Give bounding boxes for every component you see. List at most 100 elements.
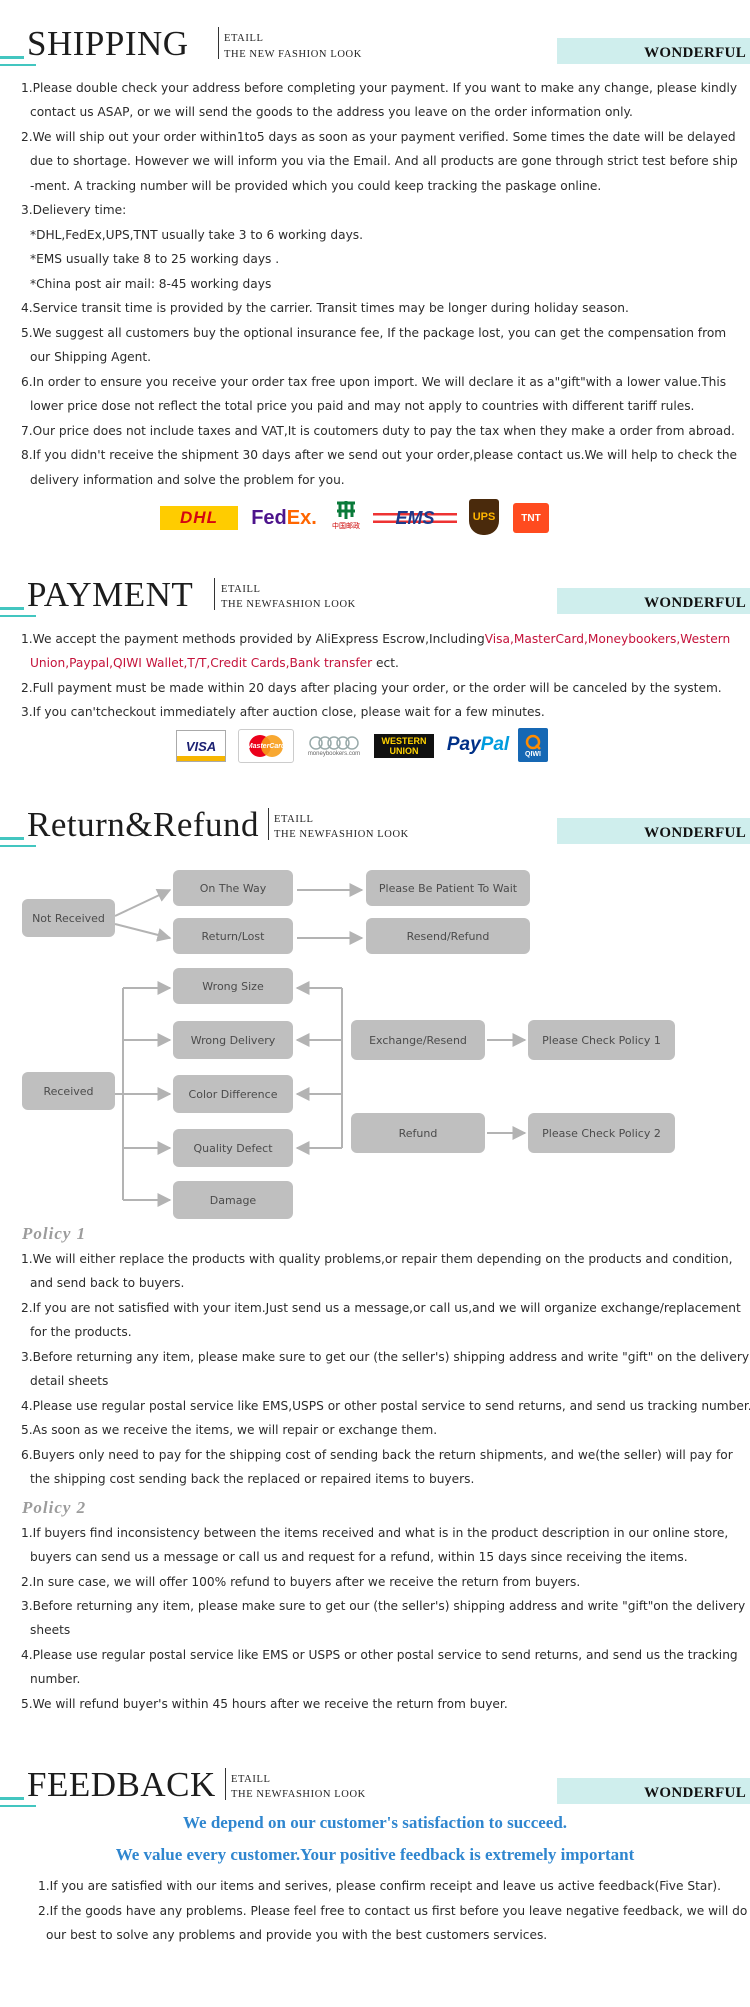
refund-title: Return&Refund bbox=[27, 805, 260, 844]
header-fashion-look: THE NEWFASHION LOOK bbox=[221, 599, 356, 610]
policy2-line: buyers can send us a message or call us … bbox=[30, 1550, 688, 1564]
shipping-line: 8.If you didn't receive the shipment 30 … bbox=[21, 448, 738, 462]
shipping-line: due to shortage. However we will inform … bbox=[30, 154, 738, 168]
payment-line: 2.Full payment must be made within 20 da… bbox=[21, 681, 722, 695]
policy1-line: and send back to buyers. bbox=[30, 1276, 185, 1290]
policy1-line: 3.Before returning any item, please make… bbox=[21, 1350, 750, 1364]
policy1-line: 6.Buyers only need to pay for the shippi… bbox=[21, 1448, 733, 1462]
moneybookers-logo: moneybookers.com bbox=[304, 731, 364, 761]
mastercard-text: MasterCard bbox=[246, 742, 286, 750]
flow-not-received: Not Received bbox=[22, 899, 115, 937]
title-divider bbox=[218, 27, 219, 59]
shipping-line: 5.We suggest all customers buy the optio… bbox=[21, 326, 727, 340]
flow-received: Received bbox=[22, 1072, 115, 1110]
wonderful-label: WONDERFUL bbox=[644, 1785, 746, 1801]
shipping-line: *EMS usually take 8 to 25 working days . bbox=[30, 252, 280, 266]
fedex-fed-text: Fed bbox=[251, 506, 287, 529]
accent-bar-thin bbox=[0, 845, 36, 847]
wonderful-banner: WONDERFUL bbox=[557, 588, 750, 614]
wonderful-label: WONDERFUL bbox=[644, 45, 746, 61]
ems-logo-text: EMS bbox=[395, 507, 435, 528]
flow-check-policy-2: Please Check Policy 2 bbox=[528, 1113, 675, 1153]
policy2-line: 1.If buyers find inconsistency between t… bbox=[21, 1526, 729, 1540]
wonderful-label: WONDERFUL bbox=[644, 595, 746, 611]
feedback-line: 2.If the goods have any problems. Please… bbox=[38, 1904, 748, 1918]
union-text: UNION bbox=[389, 746, 419, 756]
policy1-line: 2.If you are not satisfied with your ite… bbox=[21, 1301, 741, 1315]
flow-be-patient: Please Be Patient To Wait bbox=[366, 870, 530, 906]
paypal-pay-text: Pay bbox=[446, 734, 481, 755]
china-post-icon bbox=[337, 501, 355, 519]
shipping-title: SHIPPING bbox=[27, 24, 189, 63]
policy2-title: Policy 2 bbox=[22, 1498, 87, 1517]
header-fashion-look: THE NEWFASHION LOOK bbox=[274, 829, 409, 840]
policy2-line: 4.Please use regular postal service like… bbox=[21, 1648, 738, 1662]
ups-logo-text: UPS bbox=[472, 511, 496, 523]
western-text: WESTERN bbox=[381, 736, 427, 746]
mastercard-icon bbox=[249, 735, 283, 757]
header-fashion-look: THE NEW FASHION LOOK bbox=[224, 49, 362, 60]
policy1-title: Policy 1 bbox=[22, 1224, 87, 1243]
qiwi-icon bbox=[525, 734, 541, 750]
shipping-line: contact us ASAP, or we will send the goo… bbox=[30, 105, 633, 119]
payment-title: PAYMENT bbox=[27, 575, 194, 614]
header-fashion-look: THE NEWFASHION LOOK bbox=[231, 1789, 366, 1800]
qiwi-logo: QIWI bbox=[518, 728, 548, 762]
flow-exchange-resend: Exchange/Resend bbox=[351, 1020, 485, 1060]
paypal-pal-text: Pal bbox=[480, 734, 510, 755]
payment-line: 1.We accept the payment methods provided… bbox=[21, 631, 730, 647]
accent-bar-thin bbox=[0, 1805, 36, 1807]
flow-damage: Damage bbox=[173, 1181, 293, 1219]
accent-bar bbox=[0, 1797, 24, 1800]
title-divider bbox=[268, 808, 269, 840]
ups-logo: UPS bbox=[469, 499, 499, 535]
wonderful-banner: WONDERFUL bbox=[557, 38, 750, 64]
payment-text: 1.We accept the payment methods provided… bbox=[21, 632, 485, 646]
policy1-line: 1.We will either replace the products wi… bbox=[21, 1252, 733, 1266]
policy2-line: 3.Before returning any item, please make… bbox=[21, 1599, 746, 1613]
shipping-line: 1.Please double check your address befor… bbox=[21, 81, 738, 95]
payment-line: 3.If you can'tcheckout immediately after… bbox=[21, 705, 545, 719]
feedback-headline-2: We value every customer.Your positive fe… bbox=[115, 1845, 635, 1864]
policy1-line: the shipping cost sending back the repla… bbox=[30, 1472, 475, 1486]
accent-bar-thin bbox=[0, 615, 36, 617]
accent-bar bbox=[0, 56, 24, 59]
shipping-line: 4.Service transit time is provided by th… bbox=[21, 301, 629, 315]
feedback-line: our best to solve any problems and provi… bbox=[46, 1928, 548, 1942]
title-divider bbox=[225, 1768, 226, 1800]
header-etaill: ETAILL bbox=[274, 814, 314, 825]
fedex-ex-text: Ex. bbox=[286, 506, 317, 529]
tnt-logo-text: TNT bbox=[521, 512, 541, 524]
policy2-line: sheets bbox=[30, 1623, 71, 1637]
feedback-line: 1.If you are satisfied with our items an… bbox=[38, 1879, 721, 1893]
shipping-line: 3.Delievery time: bbox=[21, 203, 127, 217]
title-divider bbox=[214, 578, 215, 610]
ems-logo: EMS bbox=[373, 506, 457, 530]
visa-logo: VISA bbox=[176, 730, 226, 762]
accent-bar-thin bbox=[0, 64, 36, 66]
china-post-text: 中国邮政 bbox=[332, 523, 360, 530]
payment-methods-text: Union,Paypal,QIWI Wallet,T/T,Credit Card… bbox=[30, 656, 373, 670]
payment-line: Union,Paypal,QIWI Wallet,T/T,Credit Card… bbox=[30, 655, 399, 671]
wonderful-banner: WONDERFUL bbox=[557, 1778, 750, 1804]
payment-text: ect. bbox=[372, 656, 399, 670]
visa-logo-text: VISA bbox=[185, 738, 217, 754]
flow-wrong-delivery: Wrong Delivery bbox=[173, 1021, 293, 1059]
dhl-logo-text: DHL bbox=[180, 508, 218, 527]
moneybookers-text: moneybookers.com bbox=[307, 751, 361, 757]
flow-check-policy-1: Please Check Policy 1 bbox=[528, 1020, 675, 1060]
feedback-headline-1: We depend on our customer's satisfaction… bbox=[182, 1813, 568, 1832]
shipping-line: our Shipping Agent. bbox=[30, 350, 152, 364]
flowchart-connectors bbox=[114, 883, 527, 1207]
payment-methods-text: Visa,MasterCard,Moneybookers,Western bbox=[484, 632, 731, 646]
policy2-line: 2.In sure case, we will offer 100% refun… bbox=[21, 1575, 581, 1589]
flow-wrong-size: Wrong Size bbox=[173, 968, 293, 1004]
header-etaill: ETAILL bbox=[221, 584, 261, 595]
header-etaill: ETAILL bbox=[224, 33, 264, 44]
flow-resend-refund: Resend/Refund bbox=[366, 918, 530, 954]
moneybookers-icon bbox=[309, 736, 359, 750]
flow-refund: Refund bbox=[351, 1113, 485, 1153]
feedback-title: FEEDBACK bbox=[27, 1765, 216, 1804]
